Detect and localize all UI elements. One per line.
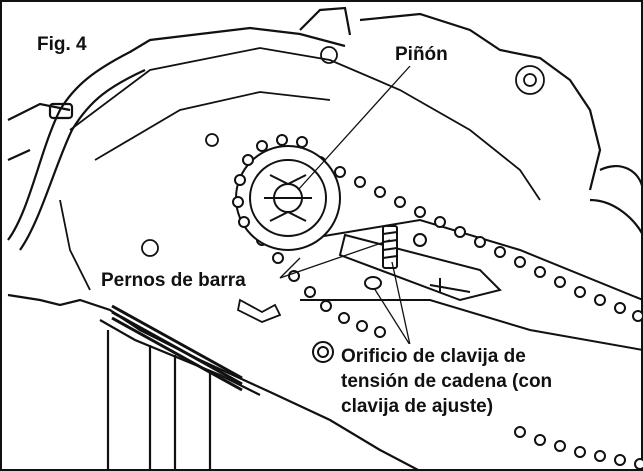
vent-slots [111, 304, 243, 392]
tension-pin-hole-label-line2: tensión de cadena (con [341, 371, 553, 392]
leader-lines [279, 65, 411, 346]
tension-pin-hole-label-line1: Orificio de clavija de [341, 346, 526, 367]
cover-plate [59, 46, 545, 323]
chain-tension-pin [364, 225, 398, 290]
figure-label: Fig. 4 [34, 34, 90, 56]
guide-bar [299, 218, 643, 363]
tension-pin-hole-label-line3: clavija de ajuste) [341, 396, 494, 417]
sprocket [232, 134, 341, 251]
saw-housing [7, 6, 643, 471]
bar-bolts-label: Pernos de barra [98, 270, 249, 292]
saw-chain [256, 156, 643, 470]
sprocket-label: Piñón [392, 44, 451, 66]
tension-pin-hole-label: Orificio de clavija de tensión de cadena… [338, 344, 556, 419]
